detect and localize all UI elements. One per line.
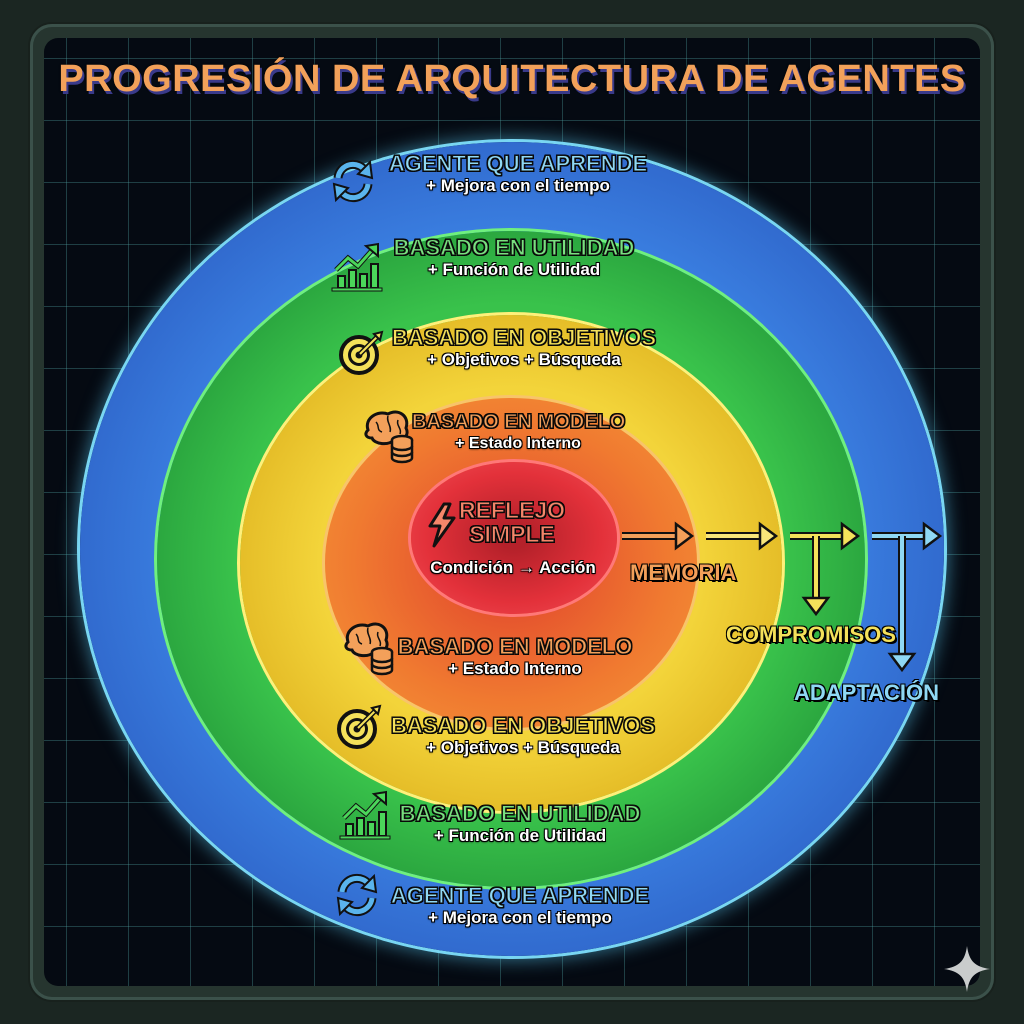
lightning-icon [428, 502, 456, 548]
ring-title: BASADO EN MODELO [397, 634, 633, 659]
growth-chart-icon [339, 790, 391, 840]
label-model-bottom: BASADO EN MODELO + Estado Interno [392, 634, 638, 679]
ring-subtitle: + Mejora con el tiempo [428, 908, 612, 927]
ring-subtitle: + Objetivos + Búsqueda [427, 350, 621, 369]
ring-subtitle: + Mejora con el tiempo [426, 176, 610, 195]
label-goals-bottom: BASADO EN OBJETIVOS + Objetivos + Búsque… [382, 713, 664, 758]
label-learning-bottom: AGENTE QUE APRENDE + Mejora con el tiemp… [382, 883, 658, 928]
sparkle-icon [944, 946, 990, 992]
ring-subtitle: + Objetivos + Búsqueda [426, 738, 620, 757]
reflex-title-line1: REFLEJO [458, 497, 566, 523]
refresh-cycle-icon [332, 159, 374, 203]
flow-label-adaptation: ADAPTACIÓN [794, 680, 940, 705]
page-title: PROGRESIÓN DE ARQUITECTURA DE AGENTES [58, 58, 966, 100]
ring-title: BASADO EN MODELO [412, 411, 626, 434]
ring-subtitle: Condición → Acción [430, 558, 596, 577]
refresh-cycle-icon [336, 873, 378, 917]
ring-subtitle: + Función de Utilidad [427, 260, 601, 279]
ring-title: AGENTE QUE APRENDE [390, 883, 650, 908]
ring-title: BASADO EN OBJETIVOS [390, 713, 656, 738]
label-utility-top: BASADO EN UTILIDAD + Función de Utilidad [384, 235, 644, 280]
reflex-rule: Condición → Acción [410, 558, 616, 578]
ring-title: BASADO EN UTILIDAD [399, 801, 641, 826]
label-model-top: BASADO EN MODELO + Estado Interno [412, 410, 626, 454]
target-icon [337, 704, 382, 749]
ring-title: BASADO EN UTILIDAD [393, 235, 635, 260]
label-utility-bottom: BASADO EN UTILIDAD + Función de Utilidad [390, 801, 650, 846]
target-icon [339, 330, 384, 375]
brain-database-icon [364, 410, 414, 464]
label-learning-top: AGENTE QUE APRENDE + Mejora con el tiemp… [378, 151, 658, 196]
ring-subtitle: + Estado Interno [448, 659, 582, 678]
ring-subtitle: + Estado Interno [455, 435, 581, 452]
brain-database-icon [344, 622, 394, 676]
ring-subtitle: + Función de Utilidad [433, 826, 607, 845]
label-goals-top: BASADO EN OBJETIVOS + Objetivos + Búsque… [384, 325, 664, 370]
label-reflex: REFLEJO SIMPLE [452, 497, 572, 547]
reflex-title-line2: SIMPLE [469, 521, 556, 547]
ring-title: BASADO EN OBJETIVOS [391, 325, 657, 350]
flow-label-memory: MEMORIA [630, 560, 737, 585]
ring-simple-reflex [411, 462, 617, 614]
growth-chart-icon [331, 242, 383, 292]
flow-label-tradeoffs: COMPROMISOS [726, 622, 896, 647]
ring-title: AGENTE QUE APRENDE [388, 151, 648, 176]
